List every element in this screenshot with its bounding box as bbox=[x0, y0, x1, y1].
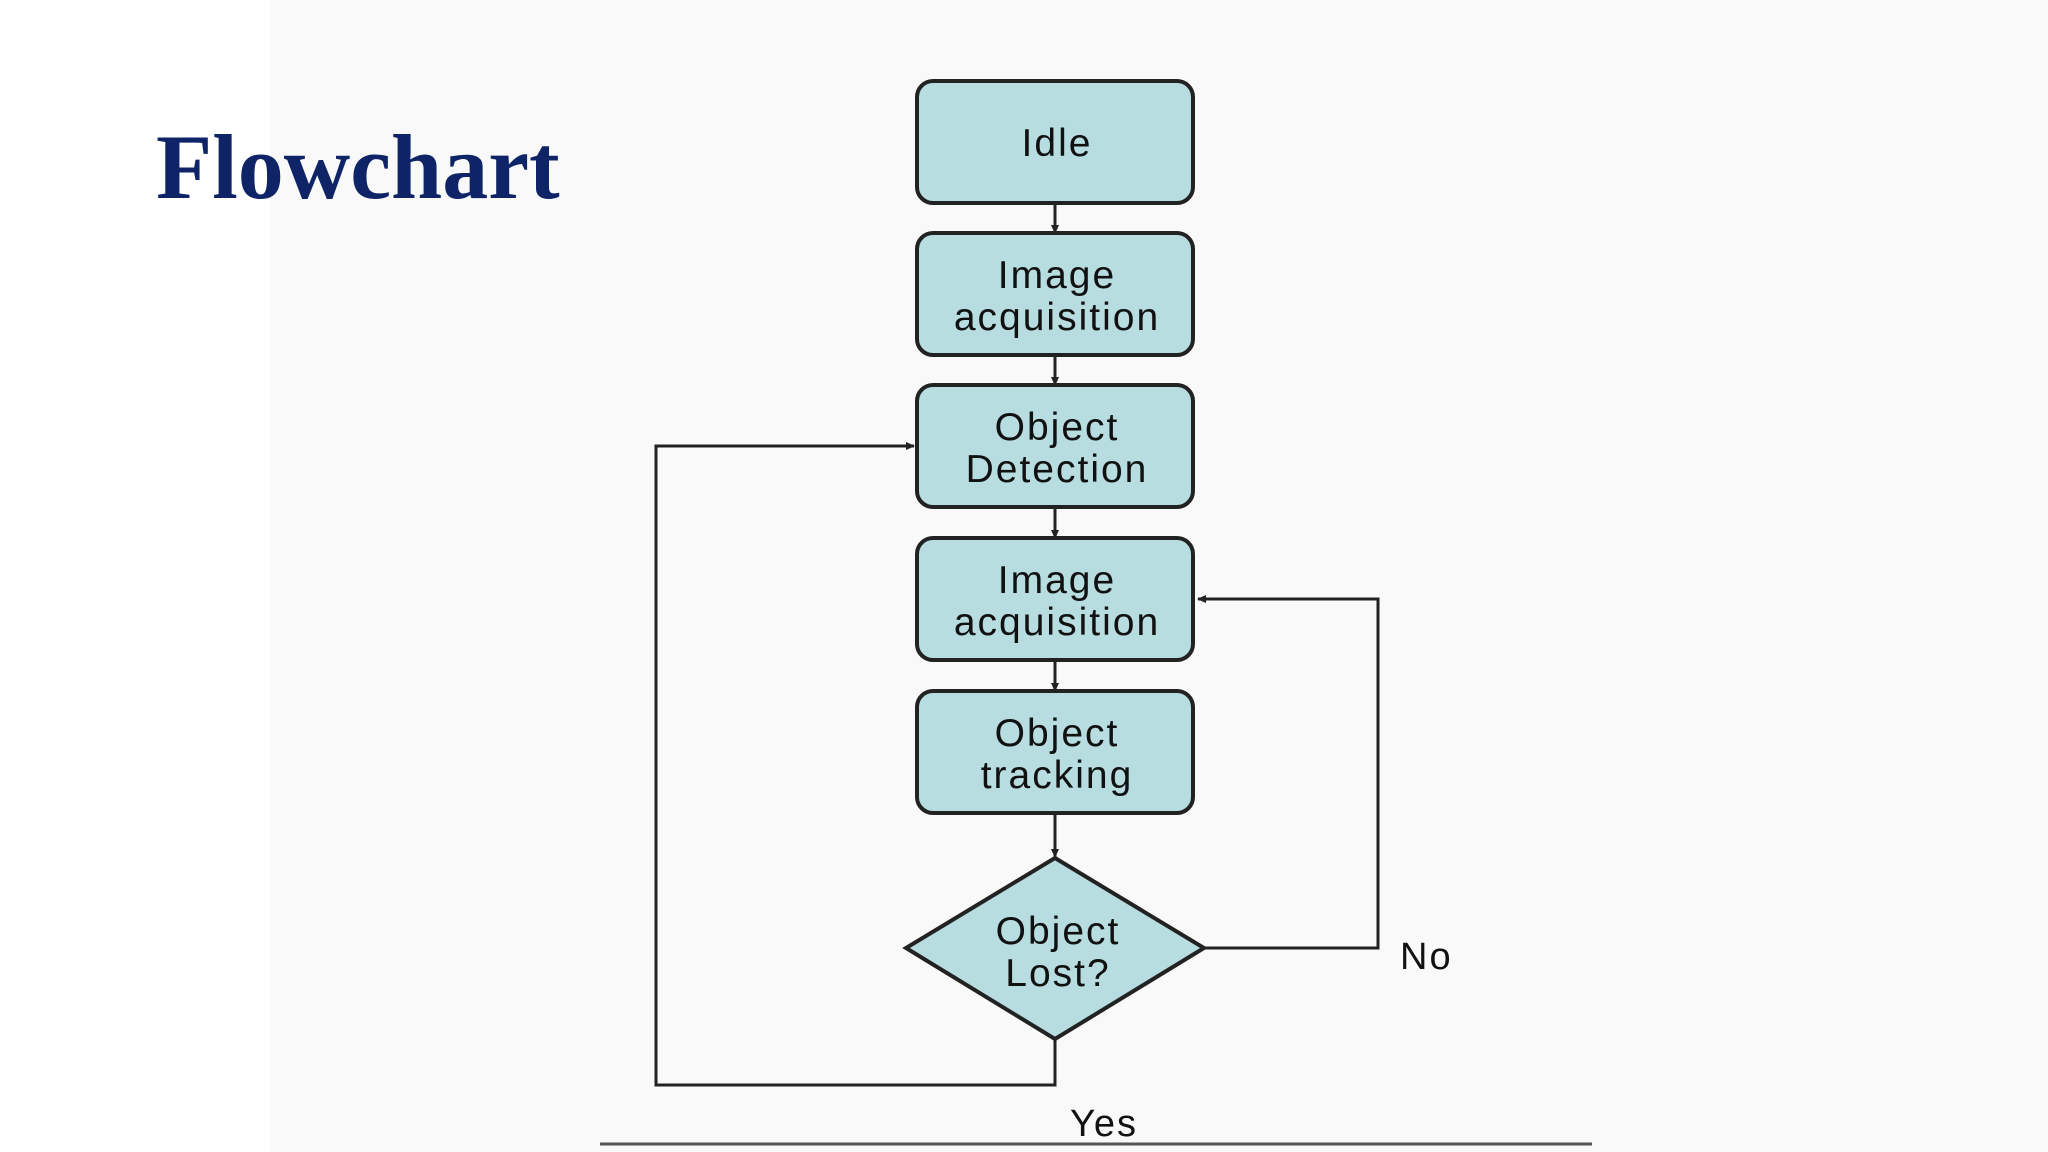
edge-label-no: No bbox=[1400, 936, 1453, 978]
edge-object-lost-yes-to-object-detection bbox=[654, 442, 1057, 1087]
node-object-lost-label-line-2: Lost? bbox=[1005, 952, 1110, 995]
node-object-detection-label-line-1: Object bbox=[995, 406, 1120, 449]
node-image-acquisition-1-label-line-1: Image bbox=[998, 254, 1116, 297]
node-object-tracking-label-line-2: tracking bbox=[981, 754, 1134, 797]
edge-label-yes: Yes bbox=[1070, 1103, 1138, 1145]
node-image-acquisition-2-label-line-1: Image bbox=[998, 559, 1116, 602]
node-object-detection: Object Detection bbox=[915, 383, 1195, 509]
node-object-detection-label-line-2: Detection bbox=[966, 448, 1149, 491]
node-object-lost-label-line-1: Object bbox=[996, 910, 1121, 953]
slide-title: Flowchart bbox=[156, 116, 560, 218]
node-idle: Idle bbox=[915, 79, 1195, 205]
node-image-acquisition-2-label-line-2: acquisition bbox=[954, 601, 1160, 644]
node-idle-label: Idle bbox=[1022, 122, 1093, 165]
node-object-lost-decision: Object Lost? bbox=[902, 855, 1208, 1042]
node-object-tracking: Object tracking bbox=[915, 689, 1195, 815]
node-image-acquisition-1: Image acquisition bbox=[915, 231, 1195, 357]
node-image-acquisition-2: Image acquisition bbox=[915, 536, 1195, 662]
edge-object-lost-no-to-image-acquisition-2 bbox=[1197, 595, 1380, 950]
node-image-acquisition-1-label-line-2: acquisition bbox=[954, 296, 1160, 339]
node-object-tracking-label-line-1: Object bbox=[995, 712, 1120, 755]
